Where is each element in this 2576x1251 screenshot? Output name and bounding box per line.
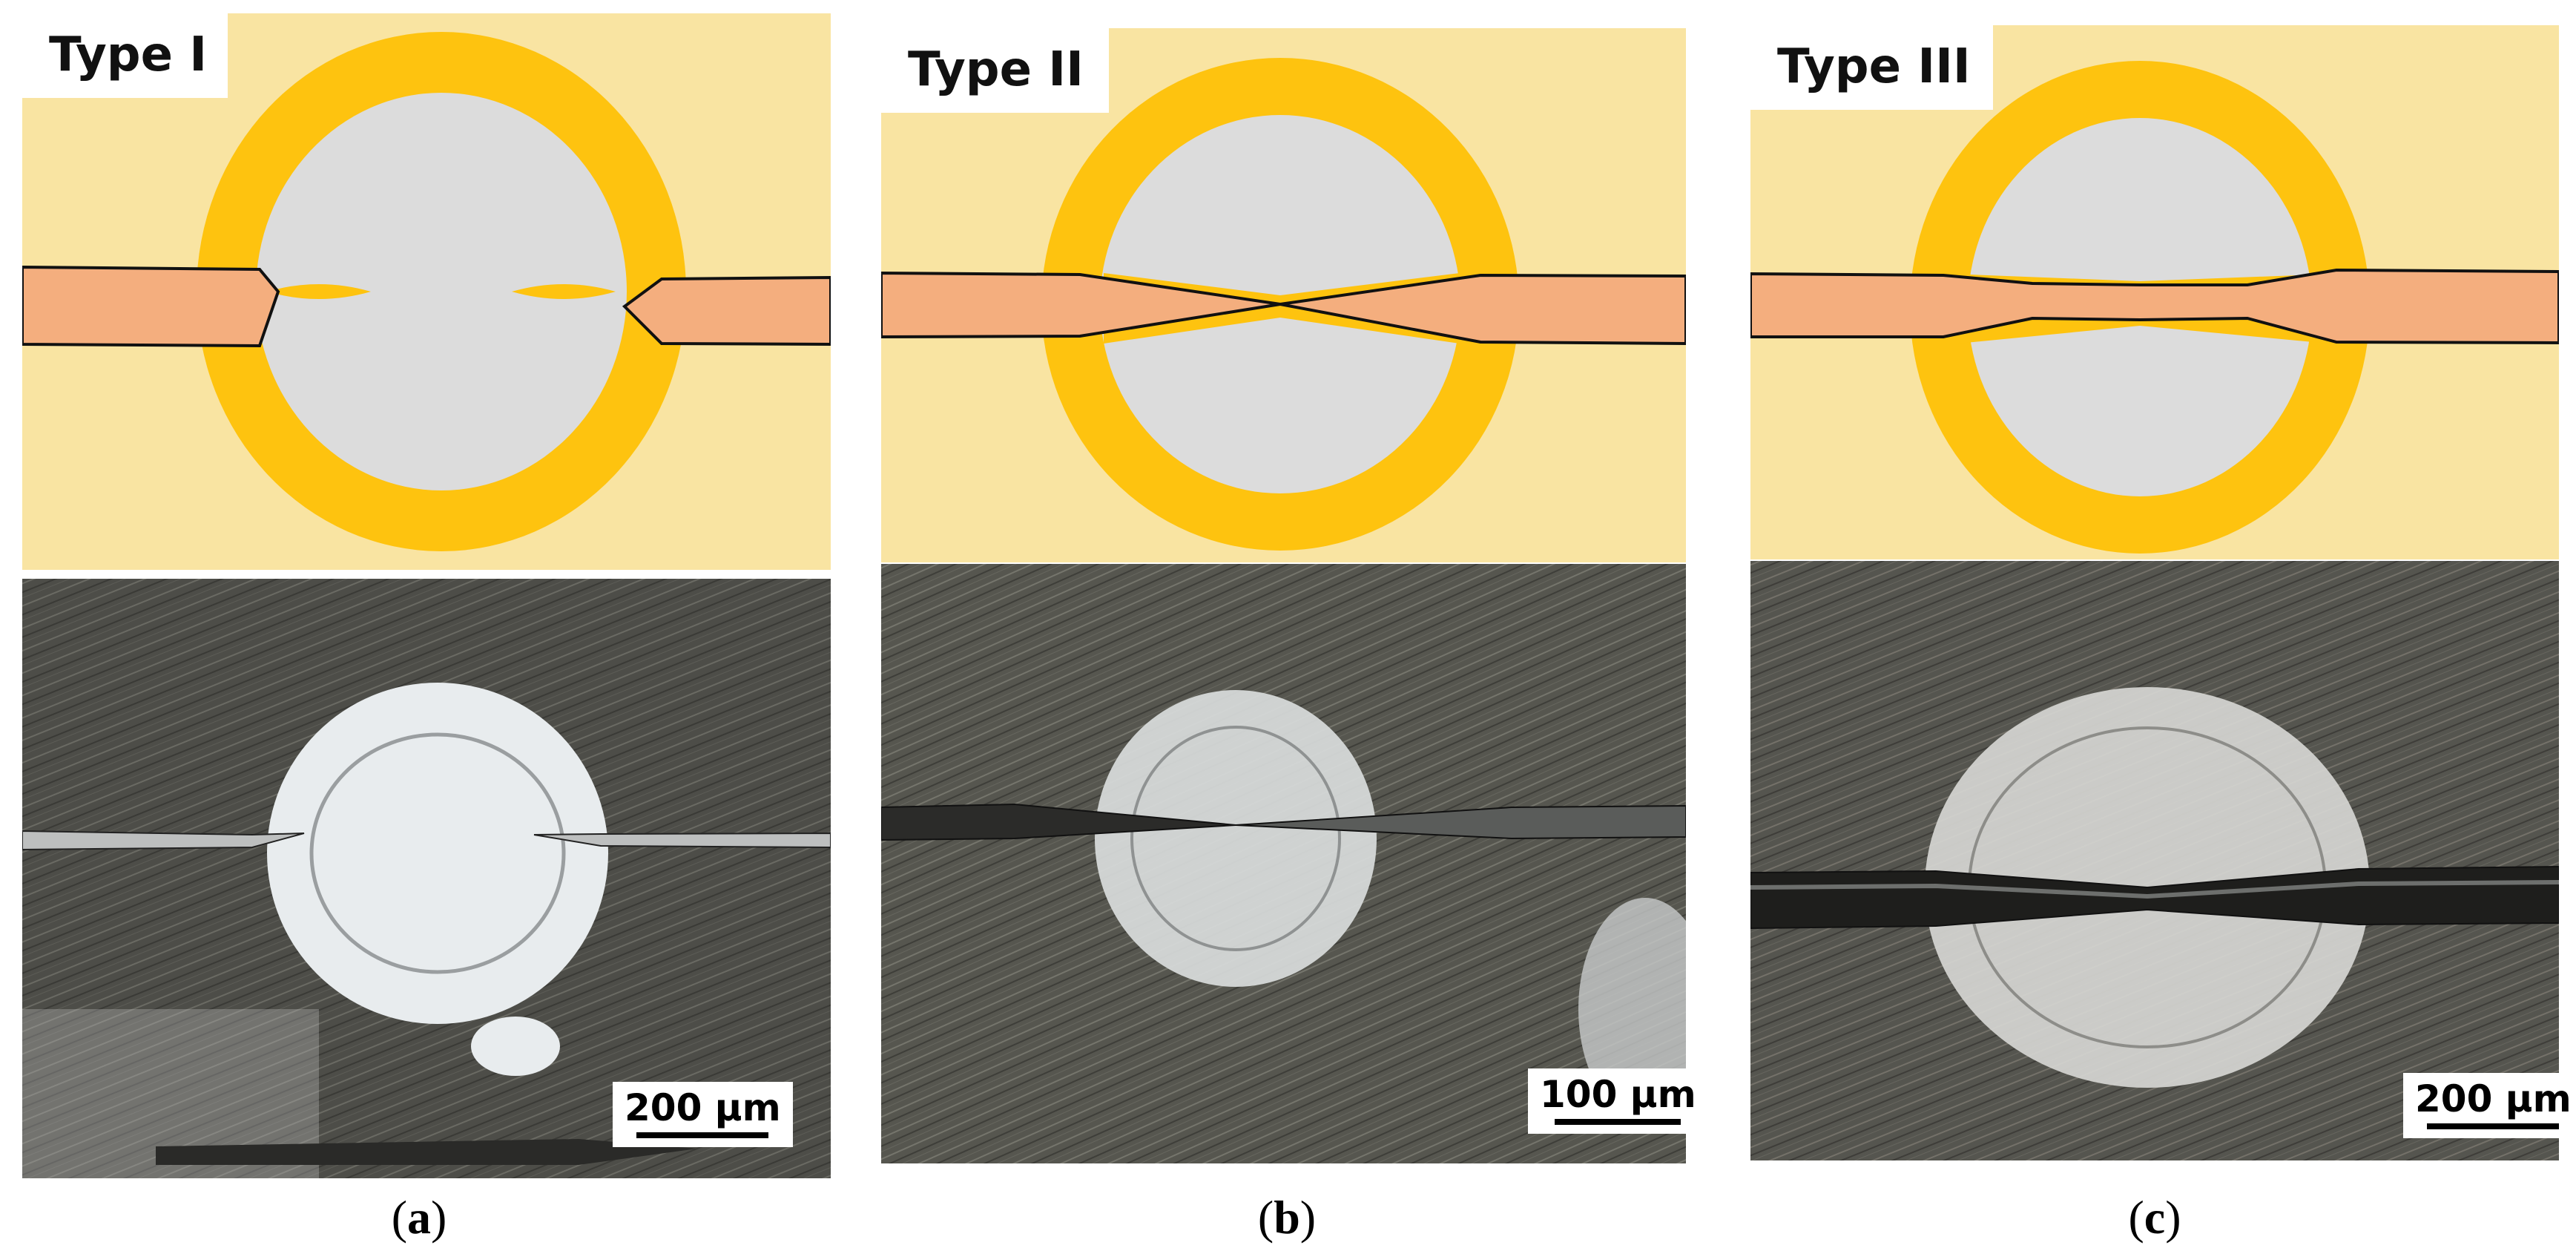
scale-line-a (636, 1132, 769, 1138)
tip-fringe-right (512, 284, 616, 299)
probe-left (881, 803, 1236, 841)
caption-letter-b: b (1274, 1191, 1300, 1244)
schematic-type-1 (22, 13, 831, 570)
probe-right (1235, 804, 1686, 840)
scale-line-b (1555, 1119, 1681, 1125)
type-label-c: Type III (1750, 25, 1993, 110)
caption-close-c: ) (2165, 1191, 2181, 1244)
caption-c: (c) (2128, 1190, 2181, 1245)
scale-label-c: 200 µm (2415, 1077, 2572, 1120)
secondary-spot (471, 1017, 560, 1076)
micrograph-b (881, 564, 1686, 1163)
wire-left (22, 265, 280, 348)
schematic-type-2 (881, 28, 1686, 562)
micrograph-a-graphic (22, 579, 831, 1178)
caption-open-a: ( (391, 1191, 407, 1244)
caption-close-a: ) (431, 1191, 447, 1244)
probe-right (533, 832, 831, 849)
caption-letter-a: a (407, 1191, 431, 1244)
micrograph-b-graphic (881, 564, 1686, 1163)
probe-left (22, 830, 305, 851)
wire-joined (1750, 268, 2559, 345)
weld-core (256, 93, 627, 490)
wire-highlight (1750, 880, 2559, 899)
caption-close-b: ) (1299, 1191, 1317, 1244)
scale-label-a: 200 µm (625, 1086, 781, 1129)
nugget-ring (1130, 726, 1341, 951)
micrograph-c (1750, 561, 2559, 1160)
caption-letter-c: c (2144, 1191, 2166, 1244)
probe-lower (156, 1139, 697, 1165)
wire-right (1279, 273, 1686, 346)
caption-open-b: ( (1257, 1191, 1274, 1244)
tip-fringe-left (267, 284, 371, 299)
micrograph-c-graphic (1750, 561, 2559, 1160)
scale-bar-c: 200 µm (2403, 1073, 2576, 1138)
scale-line-c (2427, 1123, 2560, 1129)
adjacent-spot (1578, 898, 1686, 1120)
type-label-a: Type I (22, 13, 228, 98)
scale-bar-a: 200 µm (613, 1082, 793, 1147)
weld-nugget (1095, 690, 1377, 987)
scale-bar-b: 100 µm (1528, 1068, 1708, 1134)
schematic-type-3 (1750, 25, 2559, 559)
schematic-type-3-graphic (1750, 25, 2559, 559)
caption-a: (a) (392, 1190, 447, 1245)
nugget-ring (309, 732, 566, 974)
wire-right (622, 275, 831, 347)
wire-left (881, 271, 1281, 339)
type-label-b: Type II (881, 28, 1109, 113)
caption-b: (b) (1258, 1190, 1316, 1245)
scale-label-b: 100 µm (1540, 1073, 1696, 1116)
schematic-type-1-graphic (22, 13, 831, 570)
caption-open-c: ( (2128, 1191, 2144, 1244)
schematic-type-2-graphic (881, 28, 1686, 562)
micrograph-a (22, 579, 831, 1178)
